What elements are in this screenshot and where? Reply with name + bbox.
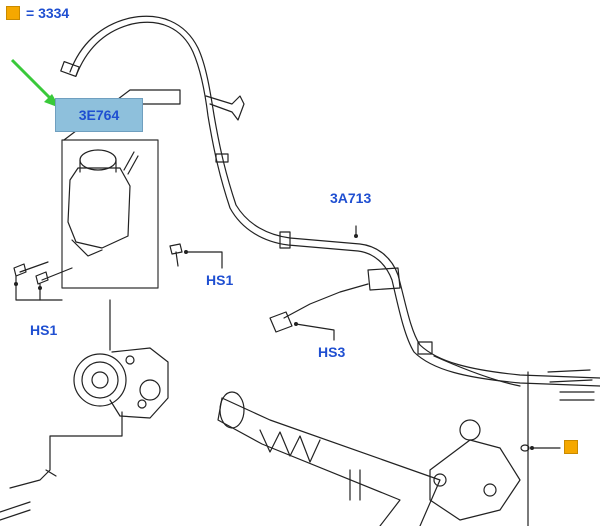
pump-pulley-outer: [73, 353, 127, 407]
hose-upper: [69, 15, 600, 379]
rack-valve: [429, 439, 521, 521]
bolt-hs3: [269, 283, 369, 333]
callout-hose[interactable]: 3A713: [330, 190, 372, 206]
hose-upper-2: [75, 21, 600, 387]
reservoir-cap: [79, 149, 117, 171]
pump-pulley-inner: [81, 361, 119, 399]
hose-clamp-1: [60, 60, 80, 78]
hose-bracket: [205, 95, 245, 121]
reservoir-body: [67, 167, 131, 249]
rack-tube: [217, 397, 441, 526]
reservoir-lower: [71, 239, 103, 257]
reservoir-frame: [61, 139, 159, 289]
legend-square-icon: [6, 6, 20, 20]
callout-hs3[interactable]: HS3: [318, 344, 346, 360]
hose-clamp-4: [417, 341, 433, 355]
hose-end: [547, 369, 595, 401]
callout-reservoir-box[interactable]: 3E764: [55, 98, 143, 132]
bolt-right: [169, 243, 183, 267]
pointer-arrow: [10, 58, 60, 108]
pump-line-lower: [0, 501, 31, 521]
hose-clamp-3: [279, 231, 291, 249]
pump-body: [109, 347, 169, 419]
hose-bracket-2: [367, 267, 401, 291]
legend-square-marker-icon: [564, 440, 578, 454]
callout-hs1-right[interactable]: HS1: [206, 272, 234, 288]
reservoir-outlet: [123, 151, 139, 175]
return-line: [433, 355, 521, 387]
rack-end: [219, 391, 245, 429]
bolt-left-1: [13, 261, 49, 277]
callout-hs1-left[interactable]: HS1: [30, 322, 58, 338]
legend: = 3334: [6, 5, 69, 21]
pump-line: [9, 299, 123, 489]
legend-text: = 3334: [26, 5, 70, 21]
hose-clamp-2: [215, 153, 229, 163]
callout-reservoir: 3E764: [78, 107, 120, 123]
o-ring: [520, 444, 530, 452]
rack-boot: [259, 429, 321, 463]
bolt-left-2: [35, 267, 73, 285]
